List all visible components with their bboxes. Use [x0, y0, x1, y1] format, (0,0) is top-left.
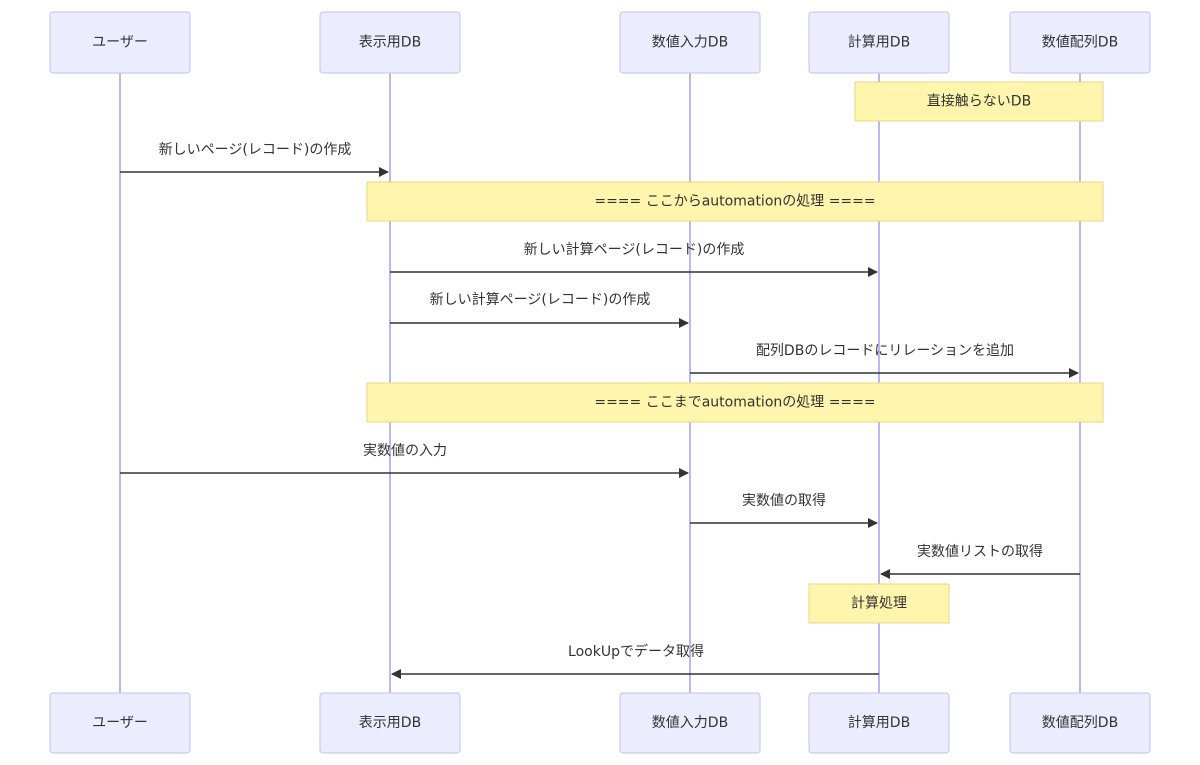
message-get-value: 実数値の取得	[690, 492, 878, 528]
message-lookup: LookUpでデータ取得	[391, 643, 879, 679]
actor-user-top: ユーザー	[49, 11, 191, 74]
message-label: 配列DBのレコードにリレーションを追加	[756, 343, 1014, 359]
actor-label: 表示用DB	[359, 35, 421, 51]
note-label: 直接触らないDB	[927, 93, 1031, 110]
message-input-value: 実数値の入力	[120, 443, 689, 478]
actor-label: 計算用DB	[848, 715, 910, 731]
message-add-relation: 配列DBのレコードにリレーションを追加	[690, 343, 1079, 378]
actor-label: 数値入力DB	[652, 35, 728, 51]
actor-label: ユーザー	[92, 715, 148, 731]
note-label: ==== ここまでautomationの処理 ====	[594, 395, 875, 411]
message-label: 新しい計算ページ(レコード)の作成	[524, 242, 745, 258]
actor-input-db-top: 数値入力DB	[619, 11, 761, 74]
note-automation-start: ==== ここからautomationの処理 ====	[366, 181, 1104, 222]
note-calc-process: 計算処理	[808, 583, 950, 624]
message-label: 実数値の取得	[742, 492, 826, 509]
message-label: 新しいページ(レコード)の作成	[159, 142, 352, 158]
note-no-direct-db: 直接触らないDB	[854, 81, 1104, 122]
note-label: 計算処理	[851, 596, 907, 612]
actor-display-db-bottom: 表示用DB	[319, 692, 461, 754]
actor-array-db-bottom: 数値配列DB	[1009, 692, 1151, 754]
actor-label: 数値配列DB	[1042, 715, 1118, 731]
actor-array-db-top: 数値配列DB	[1009, 11, 1151, 74]
actor-label: 表示用DB	[359, 715, 421, 731]
actor-label: 数値入力DB	[652, 715, 728, 731]
actor-label: 計算用DB	[848, 35, 910, 51]
actor-display-db-top: 表示用DB	[319, 11, 461, 74]
message-create-calc-page-input: 新しい計算ページ(レコード)の作成	[390, 292, 689, 328]
message-create-calc-page: 新しい計算ページ(レコード)の作成	[390, 242, 878, 277]
note-automation-end: ==== ここまでautomationの処理 ====	[366, 382, 1104, 423]
actor-calc-db-top: 計算用DB	[808, 11, 950, 74]
note-label: ==== ここからautomationの処理 ====	[594, 194, 875, 210]
actor-label: 数値配列DB	[1042, 35, 1118, 51]
message-label: 実数値の入力	[363, 443, 447, 459]
actor-input-db-bottom: 数値入力DB	[619, 692, 761, 754]
message-label: 実数値リストの取得	[917, 543, 1043, 560]
message-create-page: 新しいページ(レコード)の作成	[120, 142, 389, 177]
actor-calc-db-bottom: 計算用DB	[808, 692, 950, 754]
message-label: LookUpでデータ取得	[568, 643, 704, 660]
actor-label: ユーザー	[92, 35, 148, 51]
message-label: 新しい計算ページ(レコード)の作成	[430, 292, 651, 308]
message-get-value-list: 実数値リストの取得	[880, 543, 1080, 579]
actor-user-bottom: ユーザー	[49, 692, 191, 754]
